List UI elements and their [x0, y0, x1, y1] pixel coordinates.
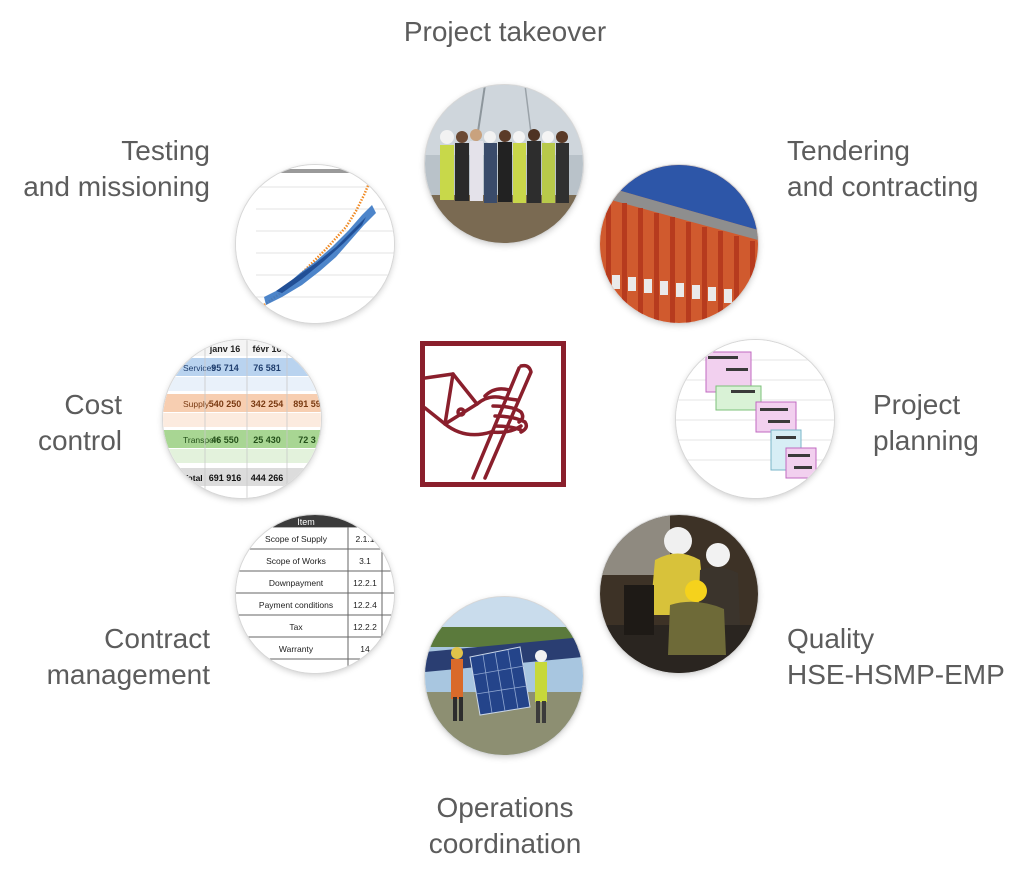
contract-item: Payment conditions [259, 600, 333, 610]
contract-item: Tax [289, 622, 303, 632]
contract-ref: 14 [360, 644, 370, 654]
contract-ref: 12.2.4 [353, 600, 377, 610]
cost-row-label: Total [183, 473, 203, 483]
cost-value: 72 3 [298, 435, 316, 445]
contract-ref: 2.1.1 [356, 534, 375, 544]
contract-header: Item [297, 517, 315, 527]
hand-holding-pole-icon [420, 341, 566, 487]
cost-row-label: Supply [183, 399, 210, 409]
photo-project-takeover [425, 85, 583, 243]
cost-row-label: Transport [183, 435, 220, 445]
cost-value: 46 550 [211, 435, 239, 445]
cost-value: 444 266 [251, 473, 284, 483]
label-project-takeover: Project takeover [403, 16, 607, 47]
cost-header: mars 16 [290, 344, 321, 354]
contract-ref: 12.2.2 [353, 622, 377, 632]
chart-gantt-planning [676, 340, 834, 498]
table-cost-control: janv 16 févr 16 mars 16 Services 95 714 … [163, 340, 321, 498]
cost-value: 691 916 [209, 473, 242, 483]
cost-value: 540 250 [209, 399, 242, 409]
contract-item: Scope of Works [266, 556, 326, 566]
cost-value: 342 254 [251, 399, 284, 409]
cost-header: févr 16 [252, 344, 281, 354]
table-contract-management: Item Scope of Supply 2.1.1 Scope of Work… [236, 515, 394, 673]
contract-ref: 12.2.1 [353, 578, 377, 588]
cost-value: 76 581 [253, 363, 281, 373]
cost-value: 891 59 [293, 399, 321, 409]
photo-binders [600, 165, 758, 323]
contract-ref: 3.1 [359, 556, 371, 566]
cost-value: 95 714 [211, 363, 239, 373]
cost-value: - [306, 473, 309, 483]
cost-row-label: Services [183, 363, 216, 373]
cost-header: janv 16 [209, 344, 241, 354]
chart-power-curve-testing [236, 165, 394, 323]
photo-solar-operations [425, 597, 583, 755]
contract-item: Downpayment [269, 578, 324, 588]
cost-value: - [306, 363, 309, 373]
contract-item: Scope of Supply [265, 534, 328, 544]
cost-value: 25 430 [253, 435, 281, 445]
contract-item: Warranty [279, 644, 314, 654]
photo-workers-quality [600, 515, 758, 673]
